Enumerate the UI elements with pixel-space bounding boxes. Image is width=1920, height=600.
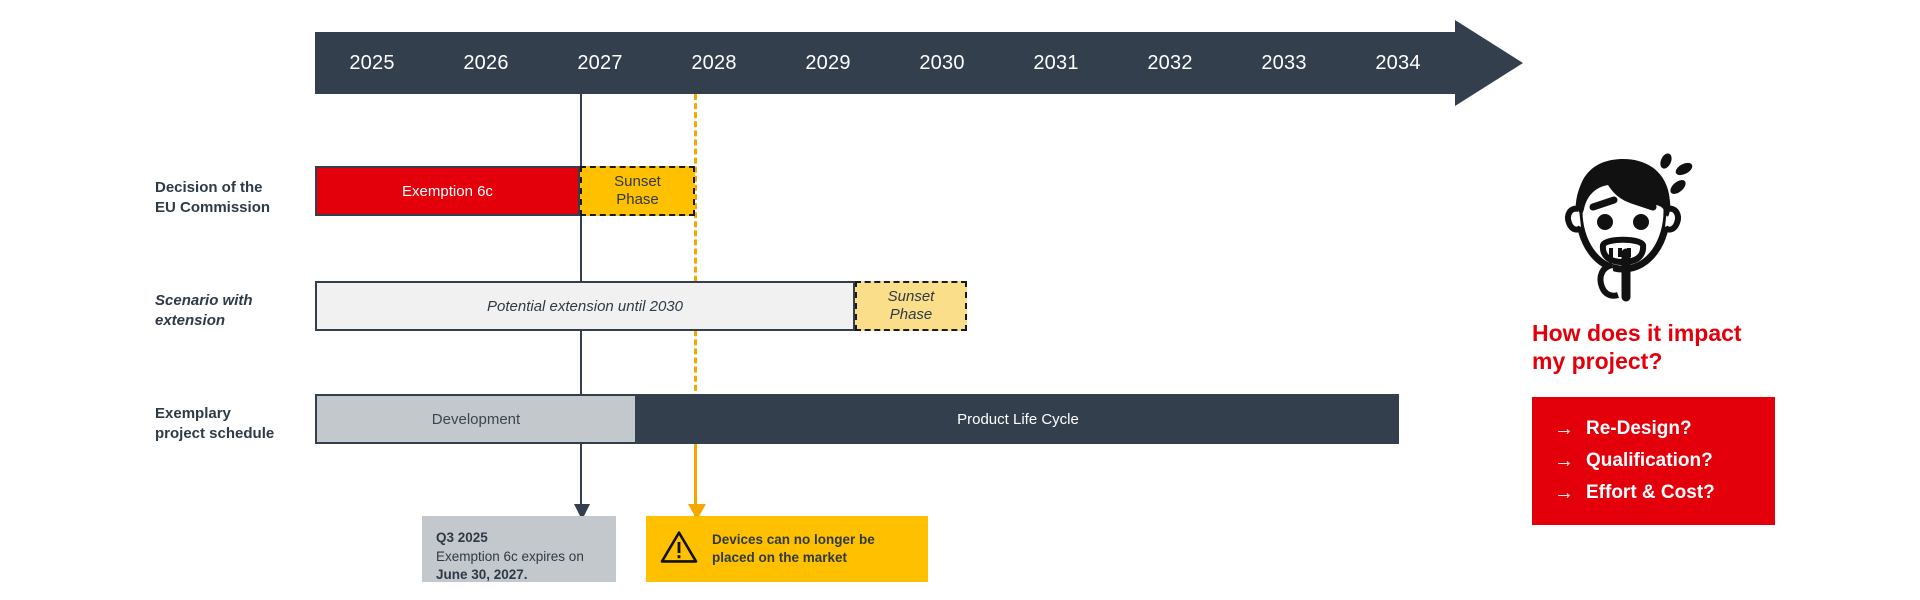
timeline-year-bar: 2025 2026 2027 2028 2029 2030 2031 2032 … — [315, 32, 1455, 94]
callout-market-message-line1: Devices can no longer be — [712, 532, 875, 548]
impact-item-label: Effort & Cost? — [1586, 482, 1715, 504]
bar-sunset-phase-1-label-line2: Phase — [616, 191, 659, 208]
year-label-2034: 2034 — [1375, 52, 1421, 74]
bar-sunset-phase-1-label-line1: Sunset — [614, 173, 661, 191]
bar-development[interactable]: Development — [315, 394, 637, 444]
impact-panel: How does it impact my project? → Re-Desi… — [1530, 145, 1830, 526]
arrow-right-icon: → — [1554, 418, 1574, 441]
callout-expiry-heading: Q3 2025 — [436, 530, 488, 545]
row-label-decision-eu-commission: Decision of the EU Commission — [155, 178, 315, 217]
bar-potential-extension-label: Potential extension until 2030 — [487, 297, 683, 315]
impact-item-effort-cost[interactable]: → Effort & Cost? — [1532, 477, 1775, 509]
warning-triangle-icon — [660, 530, 698, 569]
year-label-2025: 2025 — [349, 52, 395, 74]
row-label-line1: Decision of the — [155, 179, 263, 196]
connector-expiry-callout — [574, 444, 594, 520]
year-label-2030: 2030 — [919, 52, 965, 74]
impact-question-line1: How does it impact — [1532, 320, 1742, 346]
connector-market-callout — [688, 444, 708, 520]
impact-question: How does it impact my project? — [1532, 319, 1830, 375]
year-label-2027: 2027 — [577, 52, 623, 74]
impact-question-line2: my project? — [1532, 348, 1663, 375]
timeline-axis: 2025 2026 2027 2028 2029 2030 2031 2032 … — [315, 20, 1523, 106]
callout-market-message: Devices can no longer be placed on the m… — [712, 531, 875, 567]
impact-item-qualification[interactable]: → Qualification? — [1532, 445, 1775, 477]
callout-exemption-expiry[interactable]: Q3 2025 Exemption 6c expires on June 30,… — [422, 516, 616, 582]
row-label-line2: EU Commission — [155, 198, 271, 216]
callout-market-message-line2: placed on the market — [712, 550, 848, 565]
row-label-scenario-with-extension: Scenario with extension — [155, 291, 315, 330]
arrow-right-icon: → — [1554, 482, 1574, 505]
bar-exemption-6c-label: Exemption 6c — [402, 182, 493, 200]
worried-face-biting-nails-icon — [1548, 145, 1698, 305]
callout-expiry-body: Exemption 6c expires on — [436, 548, 584, 564]
row-label-exemplary-project-schedule: Exemplary project schedule — [155, 404, 315, 443]
bar-potential-extension[interactable]: Potential extension until 2030 — [315, 281, 855, 331]
year-label-2029: 2029 — [805, 52, 851, 74]
bar-sunset-phase-2[interactable]: Sunset Phase — [855, 281, 967, 331]
bar-exemption-6c[interactable]: Exemption 6c — [315, 166, 580, 216]
year-label-2033: 2033 — [1261, 52, 1307, 74]
row-label-line2: extension — [155, 311, 226, 329]
row-label-line1: Scenario with — [155, 292, 253, 309]
impact-item-re-design[interactable]: → Re-Design? — [1532, 413, 1775, 445]
arrow-right-icon: → — [1554, 450, 1574, 473]
row-label-line2: project schedule — [155, 424, 275, 442]
impact-item-label: Re-Design? — [1586, 418, 1692, 440]
impact-list: → Re-Design? → Qualification? → Effort &… — [1532, 397, 1775, 526]
bar-product-life-cycle-label: Product Life Cycle — [957, 410, 1079, 428]
bar-sunset-phase-2-label-line1: Sunset — [887, 288, 935, 306]
year-label-2032: 2032 — [1147, 52, 1193, 74]
year-label-2031: 2031 — [1033, 52, 1079, 74]
bar-product-life-cycle[interactable]: Product Life Cycle — [637, 394, 1399, 444]
year-label-2026: 2026 — [463, 52, 509, 74]
row-label-line1: Exemplary — [155, 405, 231, 422]
bar-sunset-phase-1[interactable]: Sunset Phase — [580, 166, 695, 216]
callout-expiry-emphasis: June 30, 2027. — [436, 567, 528, 583]
impact-item-label: Qualification? — [1586, 450, 1713, 472]
bar-development-label: Development — [431, 410, 521, 428]
callout-market-warning[interactable]: Devices can no longer be placed on the m… — [646, 516, 928, 582]
timeline-arrowhead-icon — [1455, 20, 1523, 106]
year-label-2028: 2028 — [691, 52, 737, 74]
bar-sunset-phase-2-label-line2: Phase — [889, 306, 933, 323]
